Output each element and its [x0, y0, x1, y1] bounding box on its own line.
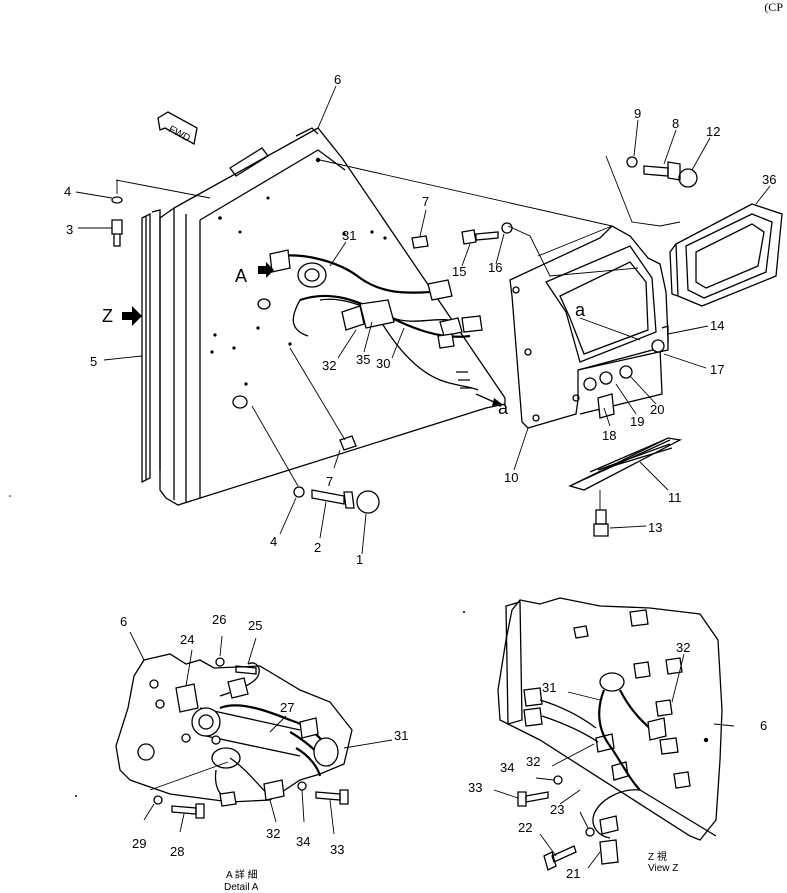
callout-19: 19 — [630, 414, 644, 429]
callout-14: 14 — [710, 318, 724, 333]
view-letter-z: Z — [102, 306, 113, 326]
callout-11: 11 — [668, 490, 682, 505]
callout-32: 32 — [322, 358, 336, 373]
fwd-label: FWD — [167, 124, 192, 144]
view-z-callout-32b: 32 — [526, 754, 540, 769]
callout-8: 8 — [672, 116, 679, 131]
callout-5: 5 — [90, 354, 97, 369]
detail-a-callout-33: 33 — [330, 842, 344, 857]
callout-2: 2 — [314, 540, 321, 555]
clip-7 — [289, 209, 429, 451]
view-z-callout-31: 31 — [542, 680, 556, 695]
bolt-3-washer-4 — [111, 179, 211, 247]
detail-a-caption-en: Detail A — [224, 882, 259, 893]
callout-30: 30 — [376, 356, 390, 371]
view-z-callout-33: 33 — [468, 780, 482, 795]
callout-18: 18 — [602, 428, 616, 443]
detail-a-callout-32: 32 — [266, 826, 280, 841]
callout-12: 12 — [706, 124, 720, 139]
main-panel-6 — [159, 127, 506, 506]
seal-strip-5 — [141, 209, 161, 484]
callout-1: 1 — [356, 552, 363, 567]
callout-35: 35 — [356, 352, 370, 367]
wire-harness — [257, 249, 502, 406]
callout-6: 6 — [334, 72, 341, 87]
callout-36: 36 — [762, 172, 776, 187]
detail-a-callout-24: 24 — [180, 632, 194, 647]
callout-13: 13 — [648, 520, 662, 535]
callout-9: 9 — [634, 106, 641, 121]
view-z-callout-32: 32 — [676, 640, 690, 655]
callout-3: 3 — [66, 222, 73, 237]
callout-4b: 4 — [270, 534, 277, 549]
view-z: 32 31 6 34 32 33 23 22 21 Z 視 View Z — [468, 597, 767, 881]
bolt-15-washer-16 — [461, 222, 513, 245]
cover-11-bolt-13 — [568, 437, 683, 537]
view-z-callout-23: 23 — [550, 802, 564, 817]
view-z-callout-6: 6 — [760, 718, 767, 733]
detail-a-callout-26: 26 — [212, 612, 226, 627]
view-letter-a-panel: a — [575, 300, 586, 320]
fwd-arrow-icon: FWD — [157, 111, 198, 146]
detail-a-callout-31: 31 — [394, 728, 408, 743]
callout-20: 20 — [650, 402, 664, 417]
bolt-2-washer-4-cap-1 — [251, 405, 380, 514]
callout-15: 15 — [452, 264, 466, 279]
callout-10: 10 — [504, 470, 518, 485]
callout-7: 7 — [422, 194, 429, 209]
bezel-10 — [319, 159, 669, 429]
z-arrow-icon — [122, 306, 142, 326]
detail-a-callout-29: 29 — [132, 836, 146, 851]
callout-7b: 7 — [326, 474, 333, 489]
view-z-callout-21: 21 — [566, 866, 580, 881]
view-letter-a-harness: a — [498, 398, 509, 418]
callout-4: 4 — [64, 184, 71, 199]
main-assembly: FWD — [64, 72, 783, 567]
callout-17: 17 — [710, 362, 724, 377]
view-z-caption-en: View Z — [648, 863, 678, 874]
view-z-callout-34: 34 — [500, 760, 514, 775]
bolt-8-washer-9-cap-12 — [605, 155, 698, 227]
detail-a-callout-25: 25 — [248, 618, 262, 633]
detail-a-callout-28: 28 — [170, 844, 184, 859]
main-leaders — [75, 85, 771, 555]
view-z-callout-22: 22 — [518, 820, 532, 835]
meter-36 — [669, 203, 783, 307]
detail-a-caption-jp: A 詳 細 — [226, 868, 258, 881]
detail-a-callout-6: 6 — [120, 614, 127, 629]
main-callout-labels: 6 9 8 12 36 4 3 7 31 15 16 14 17 5 32 35… — [64, 72, 776, 567]
detail-a-callout-27: 27 — [280, 700, 294, 715]
detail-a: 6 26 25 24 27 31 29 28 32 34 33 A 詳 細 De… — [115, 612, 408, 893]
detail-a-callout-34: 34 — [296, 834, 310, 849]
corner-page-code: (CP — [764, 0, 783, 14]
view-letter-a: A — [235, 266, 247, 286]
callout-31: 31 — [342, 228, 356, 243]
view-z-caption-jp: Z 視 — [648, 850, 667, 863]
callout-16: 16 — [488, 260, 502, 275]
